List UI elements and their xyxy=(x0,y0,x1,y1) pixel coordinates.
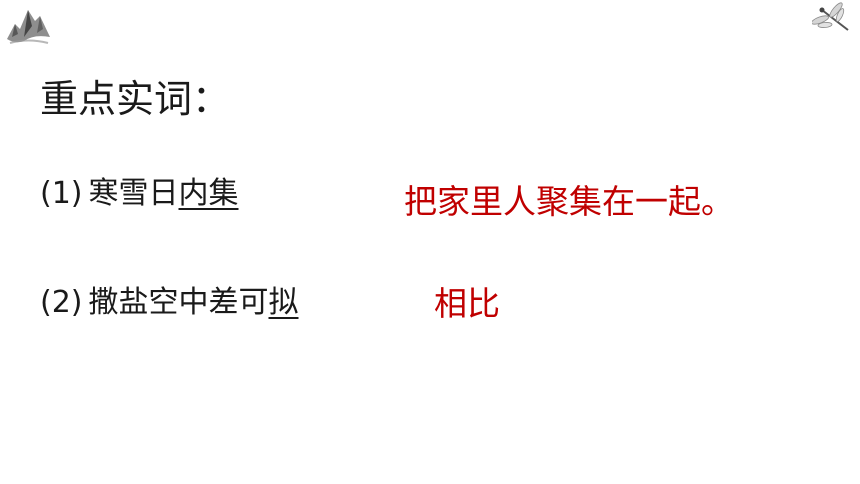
vocab-item-2: (2)撒盐空中差可拟 xyxy=(40,283,299,323)
vocab-item-1: (1)寒雪日内集 xyxy=(40,174,239,214)
item-text: 撒盐空中差可 xyxy=(88,285,269,320)
item-number: (2) xyxy=(40,285,83,320)
dragonfly-icon xyxy=(812,2,849,31)
item-text: 寒雪日 xyxy=(88,176,179,211)
item-keyword-underlined: 内集 xyxy=(178,176,239,211)
page-title: 重点实词： xyxy=(40,77,231,121)
item-answer-2: 相比 xyxy=(434,284,500,323)
ink-landscape-icon xyxy=(7,10,50,44)
item-answer-1: 把家里人聚集在一起。 xyxy=(404,182,734,221)
item-keyword-underlined: 拟 xyxy=(268,285,299,320)
item-number: (1) xyxy=(40,176,83,211)
